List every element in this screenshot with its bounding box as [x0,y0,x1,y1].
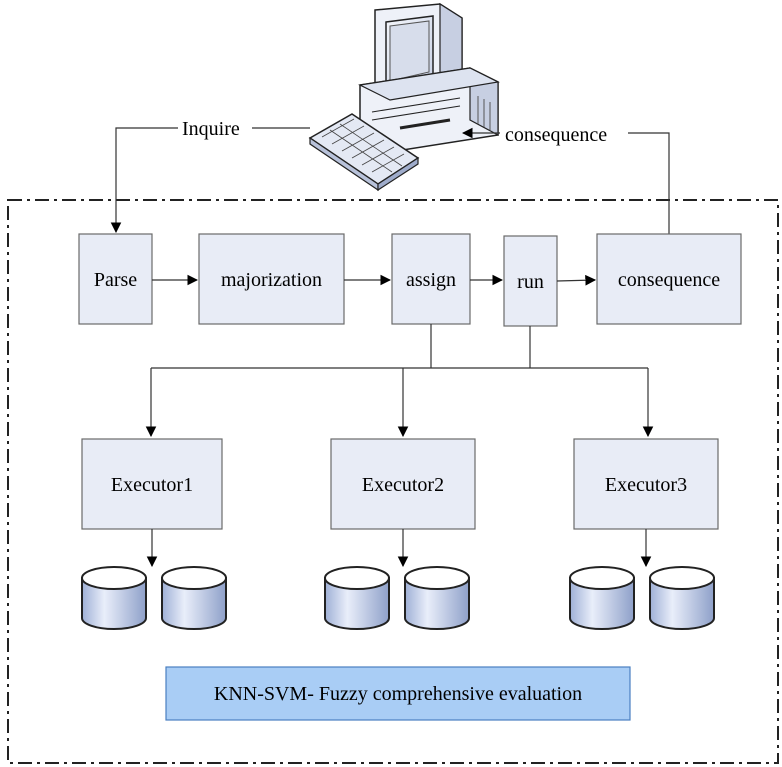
consequence-edge-label: consequence [505,124,607,146]
desktop-computer-icon [308,2,500,192]
database-cylinder-icon [569,566,635,630]
parse-box [78,233,153,325]
pipeline: Parse majorization assign run consequenc… [78,233,742,327]
database-cylinder-icon [649,566,715,630]
inquire-label: Inquire [182,118,240,140]
executor3-label: Executor3 [605,474,687,496]
consequence-box [596,233,742,325]
inquire-label-bg [178,116,252,140]
database-cylinder-icon [161,566,227,630]
footer-box [165,666,631,721]
footer-label: KNN-SVM- Fuzzy comprehensive evaluation [214,683,582,705]
run-label: run [517,271,544,293]
arrow-run-consequence [556,274,597,286]
majorization-box [198,233,345,325]
consequence-label-bg [500,122,628,146]
database-cylinder-icon [81,566,147,630]
database-cylinder-icon [404,566,470,630]
parse-label: Parse [94,269,137,291]
distribution-lines [145,324,654,438]
consequence-label: consequence [618,269,720,291]
executor1-box [81,438,223,530]
executors: Executor1 Executor2 Executor3 [81,438,719,530]
database-group [81,566,715,630]
executor3-box [573,438,719,530]
system-boundary [7,199,779,764]
inquire-edge [110,127,310,234]
database-cylinder-icon [324,566,390,630]
consequence-return-edge [461,127,670,234]
executor2-label: Executor2 [362,474,444,496]
majorization-label: majorization [221,269,322,291]
run-box [503,235,558,327]
assign-label: assign [406,269,456,291]
executor1-label: Executor1 [111,474,193,496]
